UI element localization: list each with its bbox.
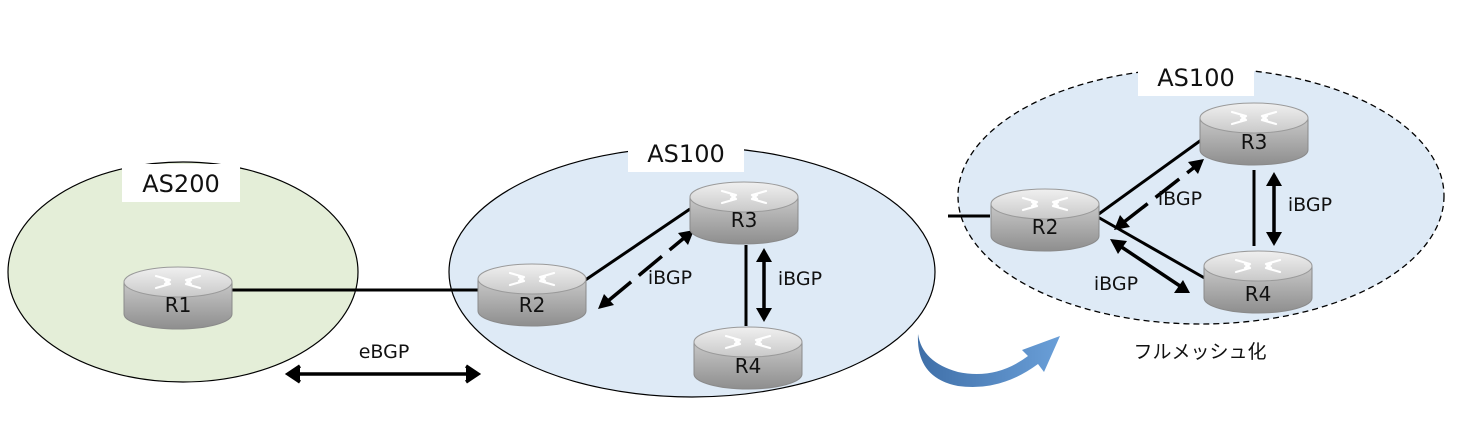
as200-label: AS200 bbox=[142, 170, 219, 198]
ibgp-label-r3-r4: iBGP bbox=[778, 268, 822, 290]
curved-arrow-icon bbox=[917, 334, 1060, 388]
ibgp-arrow-r3-r4-right bbox=[1266, 172, 1282, 246]
router-r4-label: R4 bbox=[735, 354, 762, 378]
router-r2-right: R2 bbox=[989, 187, 1101, 253]
link-r2-r3 bbox=[577, 207, 691, 287]
as100-right-label-bg bbox=[1138, 58, 1254, 96]
link-r2-r3-right bbox=[1095, 136, 1205, 218]
ibgp-label-r2-r4-right: iBGP bbox=[1094, 273, 1138, 295]
router-r3: R3 bbox=[688, 180, 800, 246]
router-r2-right-label: R2 bbox=[1032, 215, 1059, 239]
ibgp-arrow-r3-r4 bbox=[756, 248, 772, 322]
ibgp-label-r3-r4-right: iBGP bbox=[1288, 194, 1332, 216]
ibgp-arrow-r2-r4-right bbox=[1110, 239, 1190, 293]
router-r4-right-label: R4 bbox=[1245, 282, 1272, 306]
router-r4: R4 bbox=[692, 325, 804, 391]
ebgp-label: eBGP bbox=[359, 341, 410, 363]
as200-label-bg bbox=[122, 164, 240, 202]
router-r3-right-label: R3 bbox=[1241, 130, 1268, 154]
link-r2-r4-right bbox=[1095, 214, 1209, 282]
router-r1: R1 bbox=[122, 265, 234, 331]
router-r2-label: R2 bbox=[519, 293, 546, 317]
router-r4-right: R4 bbox=[1202, 249, 1314, 315]
router-r3-label: R3 bbox=[731, 208, 758, 232]
ibgp-label-r2-r3-right: iBGP bbox=[1158, 188, 1202, 210]
as100-left-label-bg bbox=[628, 134, 744, 172]
ibgp-label-r2-r3: iBGP bbox=[648, 267, 692, 289]
as100-right-label: AS100 bbox=[1157, 64, 1234, 92]
ibgp-arrow-r2-r3 bbox=[598, 230, 694, 309]
ibgp-arrow-r2-r3-right bbox=[1114, 159, 1204, 230]
router-r1-label: R1 bbox=[165, 293, 192, 317]
full-mesh-caption: フルメッシュ化 bbox=[1133, 341, 1266, 363]
ebgp-arrow bbox=[284, 364, 482, 384]
router-r3-right: R3 bbox=[1198, 101, 1310, 167]
router-r2: R2 bbox=[476, 262, 588, 328]
as100-left-label: AS100 bbox=[647, 140, 724, 168]
